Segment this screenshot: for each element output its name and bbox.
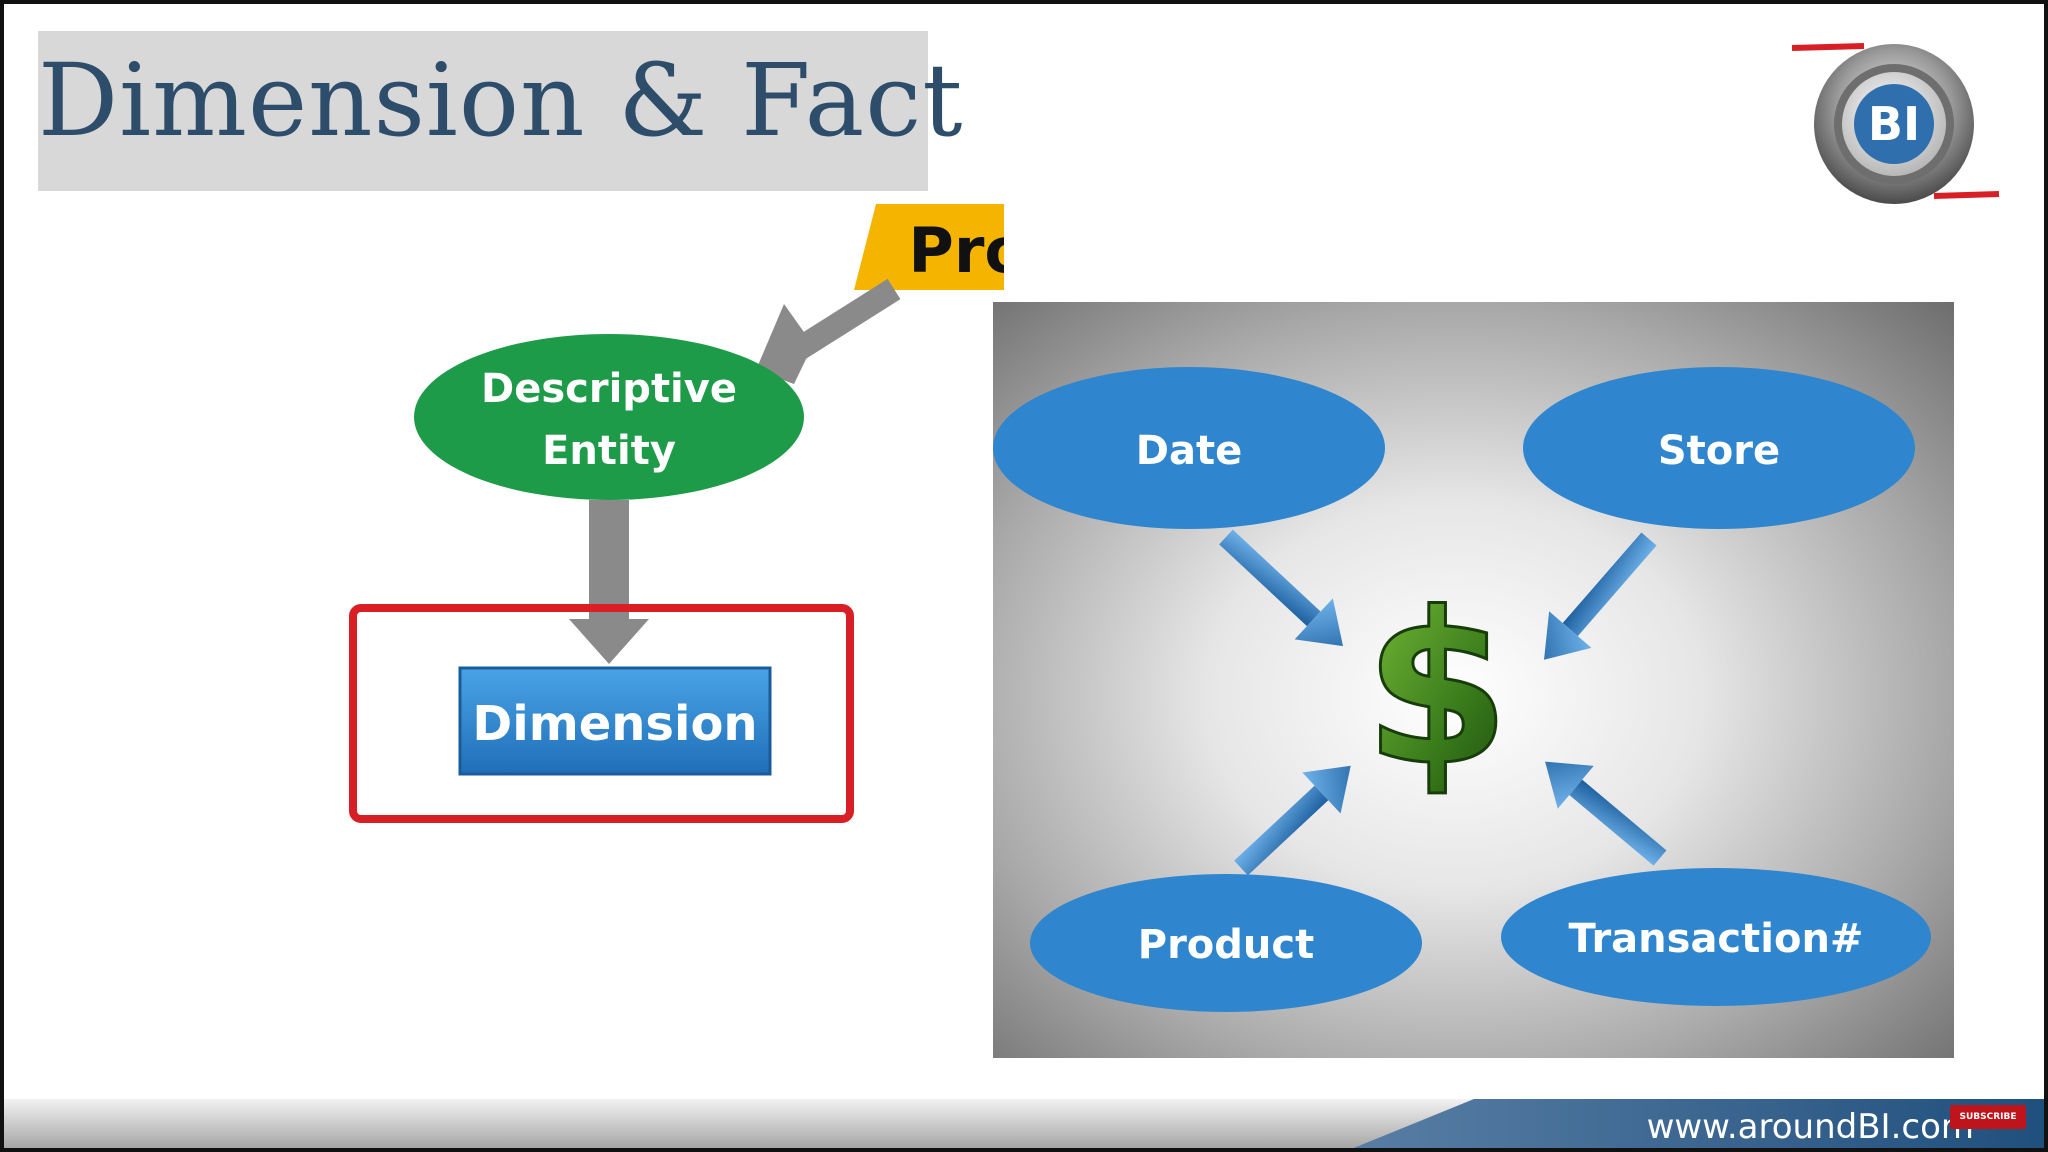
dimension-label: Dimension	[472, 696, 757, 752]
bi-logo-icon: BI	[1791, 43, 2000, 204]
dimension-box	[458, 666, 772, 776]
descriptive-entity-ellipse	[414, 334, 804, 500]
entity-label-line2: Entity	[542, 428, 676, 474]
left-flow-diagram: Process Descriptive Entity Dimension	[349, 204, 1004, 823]
process-to-entity-arrow	[756, 278, 901, 384]
date-label: Date	[1136, 428, 1242, 474]
footer-bar	[4, 1099, 2044, 1148]
store-ellipse	[1523, 367, 1915, 529]
transaction-ellipse	[1501, 868, 1931, 1006]
logo-text: BI	[1868, 97, 1920, 151]
slide-title: Dimension & Fact	[38, 42, 964, 159]
arrow-from-date	[1219, 529, 1344, 647]
store-label: Store	[1658, 428, 1780, 474]
entity-to-dimension-arrow	[569, 500, 649, 664]
process-tag	[854, 204, 1004, 290]
arrow-from-transaction	[1545, 761, 1667, 866]
footer-url[interactable]: www.aroundBI.com	[1646, 1107, 1974, 1147]
date-ellipse	[993, 367, 1385, 529]
dollar-sign-icon: $	[1364, 567, 1510, 812]
transaction-label: Transaction#	[1569, 916, 1864, 962]
fact-star-diagram: $ Date Store Product Transaction#	[993, 367, 1931, 1012]
dimension-highlight-frame	[349, 604, 854, 823]
product-label: Product	[1138, 922, 1314, 968]
arrow-from-product	[1234, 765, 1351, 876]
arrow-from-store	[1544, 532, 1657, 660]
subscribe-button[interactable]: SUBSCRIBE	[1950, 1105, 2026, 1129]
entity-label-line1: Descriptive	[481, 366, 737, 412]
product-ellipse	[1030, 874, 1422, 1012]
process-label: Process	[908, 214, 1004, 287]
fact-image-panel: $ Date Store Product Transaction#	[993, 302, 1954, 1058]
title-banner	[38, 31, 928, 191]
